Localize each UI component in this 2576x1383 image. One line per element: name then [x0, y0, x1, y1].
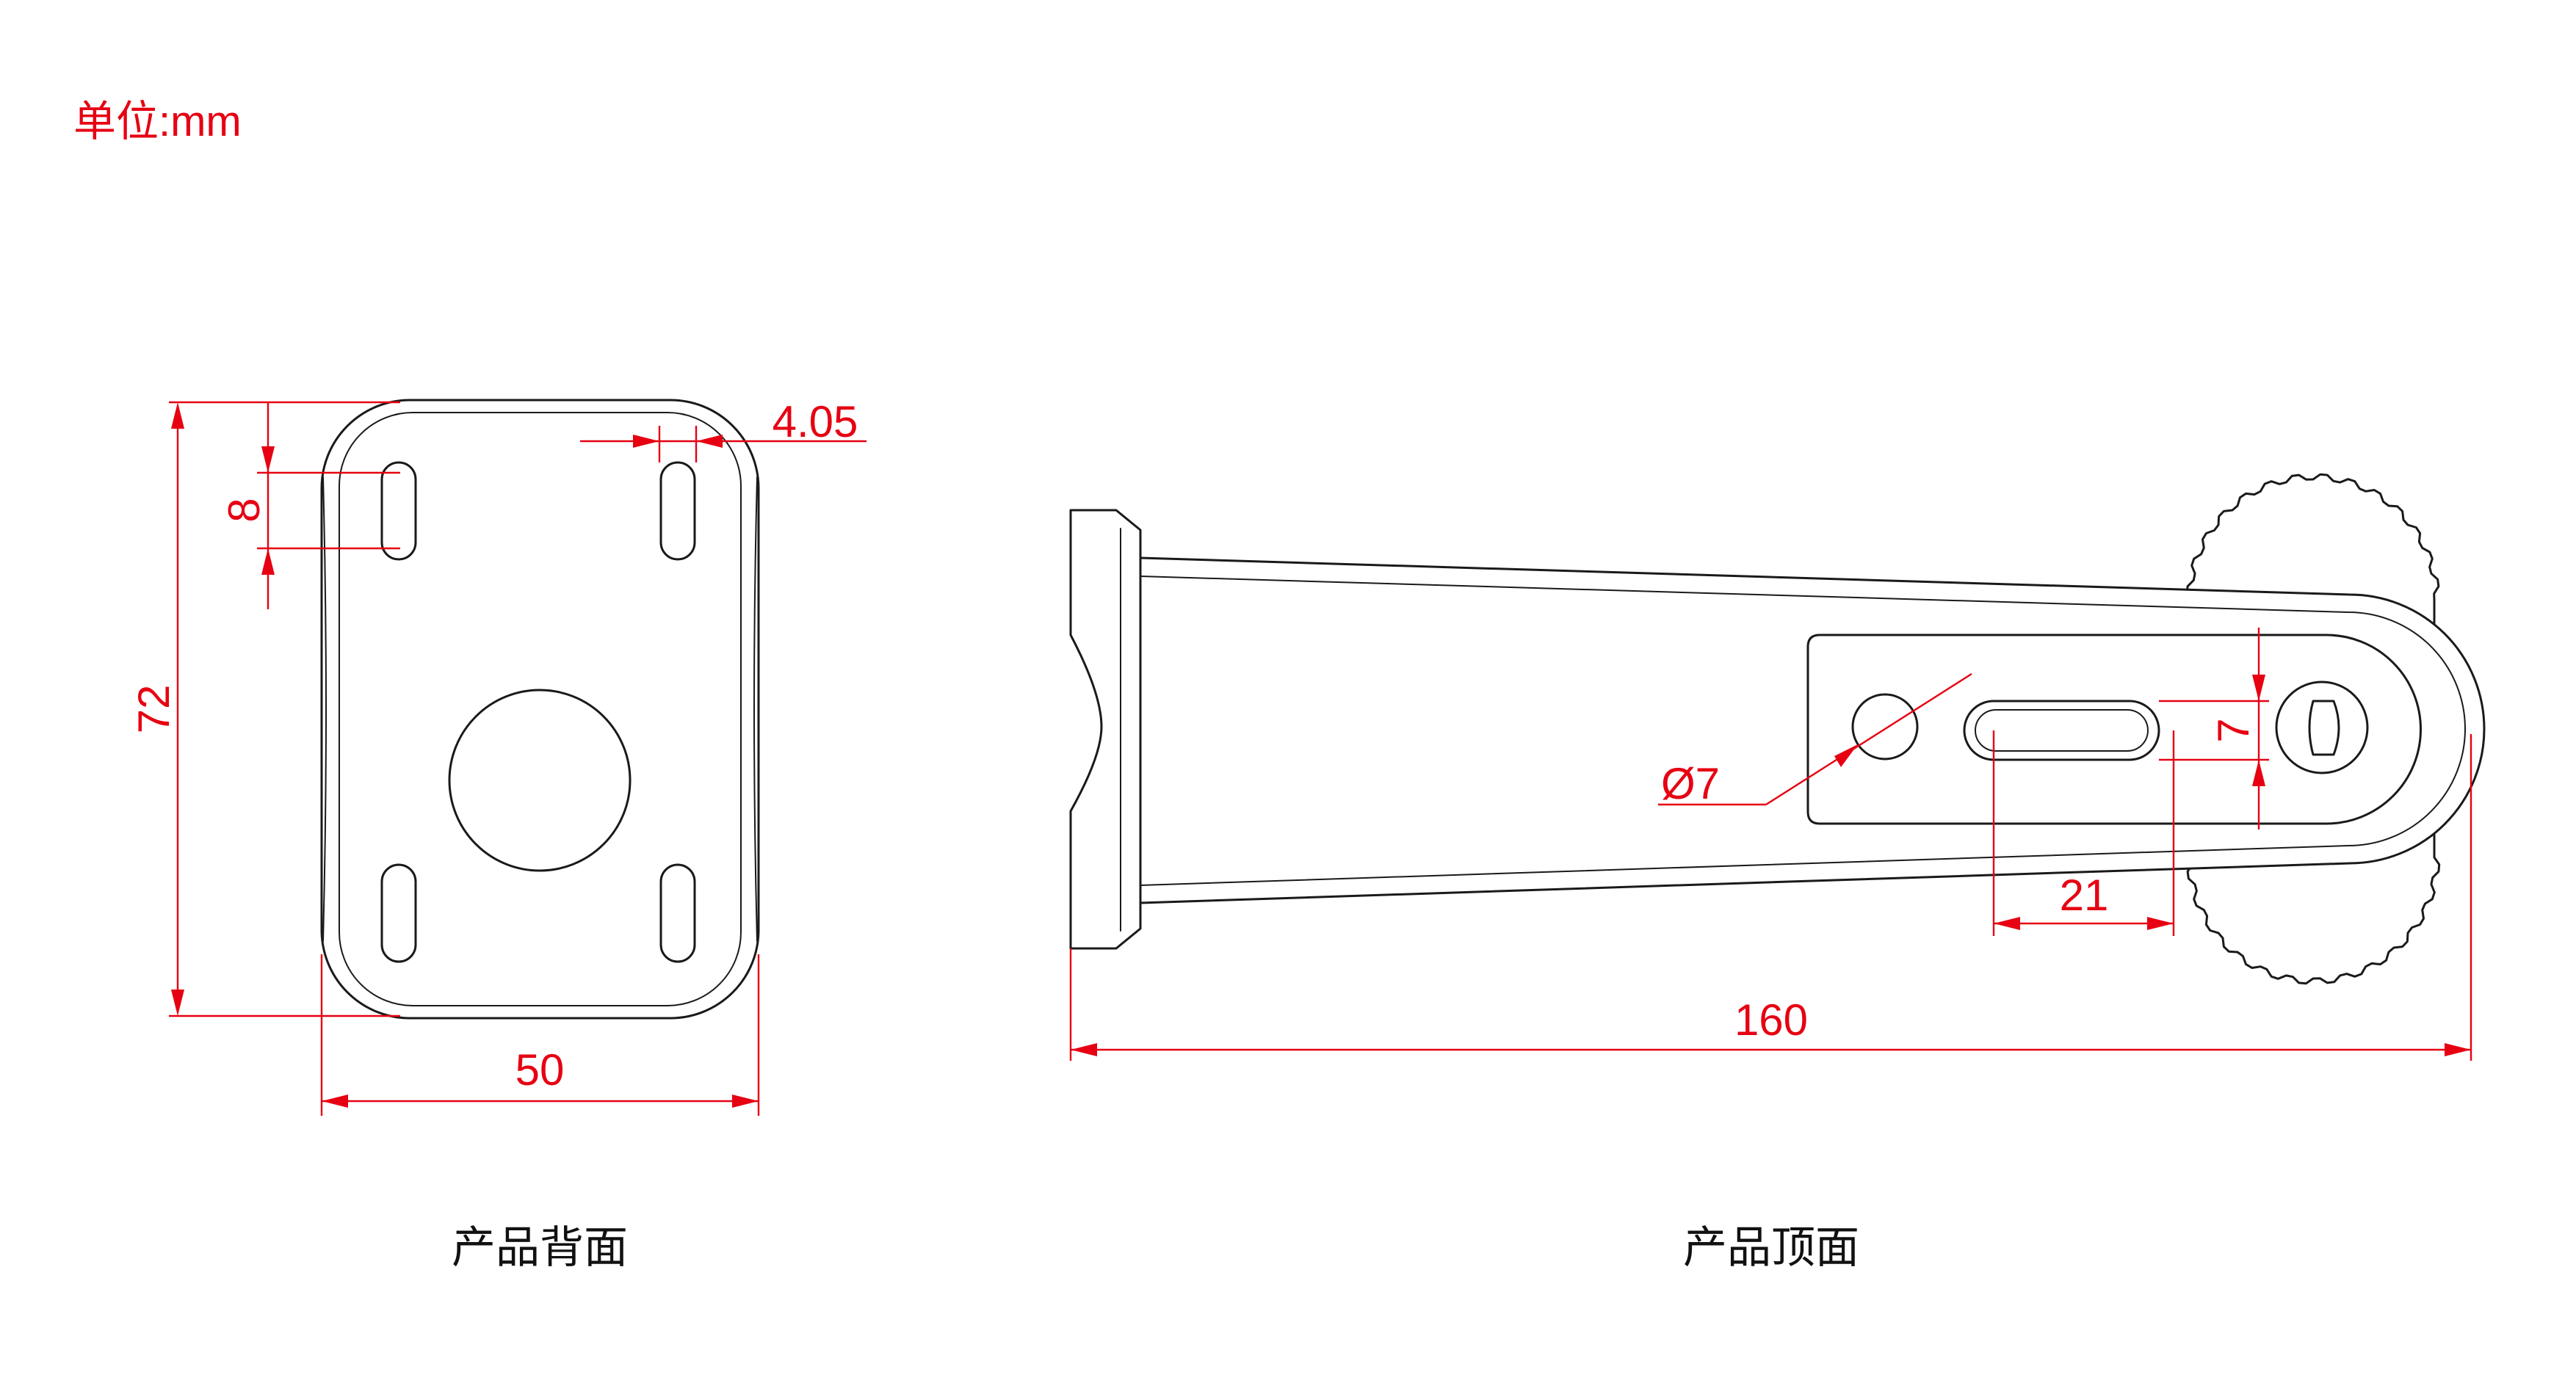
back-slot-top-left [380, 461, 417, 561]
top-hole-label: Ø7 [1661, 759, 1720, 808]
pivot-bolt [2275, 680, 2369, 774]
top-view: Ø7 7 21 160 产品顶面 [1069, 473, 2486, 1274]
top-slot-width-label: 7 [2209, 718, 2258, 742]
pivot-bolt-d-hole [2308, 700, 2340, 756]
arm-slot-inner [1975, 709, 2149, 752]
wall-flange [1069, 509, 1142, 950]
arm-slot [1963, 700, 2160, 761]
top-hole-dimension: Ø7 [1658, 672, 1972, 808]
top-slot-width-dimension: 7 [2159, 628, 2269, 830]
back-view-caption: 产品背面 [452, 1222, 628, 1274]
back-view: 72 8 4.05 50 产品背面 [129, 397, 866, 1274]
back-width-label: 50 [515, 1045, 565, 1095]
back-width-dimension: 50 [320, 954, 760, 1116]
top-overall-label: 160 [1734, 995, 1808, 1045]
arm-outline [1139, 556, 2486, 904]
back-slot-top-right [659, 461, 696, 561]
arm-round-hole [1851, 693, 1919, 761]
top-slot-length-label: 21 [2060, 871, 2109, 920]
back-slot-dimension: 8 [220, 402, 400, 609]
back-plate-right-lip [753, 476, 758, 942]
back-height-label: 72 [129, 685, 178, 734]
back-slot-bottom-right [659, 863, 696, 963]
top-slot-length-dimension: 21 [1992, 730, 2175, 936]
back-slot-label: 8 [220, 498, 269, 522]
back-plate-left-lip [322, 476, 327, 942]
unit-label: 单位:mm [73, 98, 242, 145]
back-center-hole [448, 689, 632, 872]
back-plate-inner-bend [339, 412, 742, 1006]
back-plate-outline [320, 399, 760, 1020]
back-offset-dimension: 4.05 [580, 397, 866, 462]
top-overall-dimension: 160 [1069, 734, 2472, 1061]
back-height-dimension: 72 [129, 401, 400, 1017]
back-offset-label: 4.05 [773, 397, 858, 446]
arm-inner-edge [1140, 576, 2466, 886]
top-view-caption: 产品顶面 [1683, 1222, 1859, 1274]
arm-end-plate [1806, 634, 2422, 825]
back-slot-bottom-left [380, 863, 417, 963]
